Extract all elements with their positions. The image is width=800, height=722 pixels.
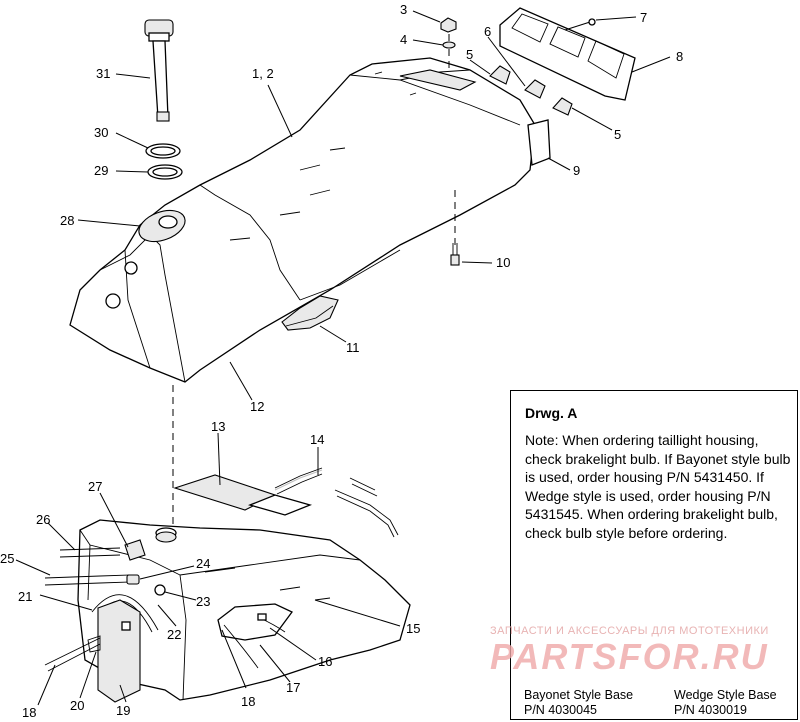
callout-17: 17 — [286, 680, 301, 695]
wedge-base-label: Wedge Style Base — [674, 688, 777, 702]
callout-25: 25 — [0, 551, 15, 566]
callout-29: 29 — [94, 163, 109, 178]
callout-11: 11 — [346, 340, 360, 355]
callout-1-2: 1, 2 — [252, 66, 274, 81]
callout-14: 14 — [310, 432, 325, 447]
leader-lines — [15, 10, 671, 706]
callout-5-top: 5 — [466, 47, 474, 62]
callout-4: 4 — [400, 32, 408, 47]
fuel-gauge-sender — [144, 19, 174, 122]
callout-15: 15 — [406, 621, 421, 636]
callout-22: 22 — [167, 627, 182, 642]
callout-5-right: 5 — [614, 127, 622, 142]
callout-6: 6 — [484, 24, 492, 39]
callout-30: 30 — [94, 125, 109, 140]
callout-3: 3 — [400, 2, 408, 17]
callout-20: 20 — [70, 698, 85, 713]
callout-18-right: 18 — [241, 694, 256, 709]
watermark-logo: PARTSFOR.RU — [490, 636, 769, 677]
watermark-tagline: ЗАПЧАСТИ И АКСЕССУАРЫ ДЛЯ МОТОТЕХНИКИ — [490, 625, 769, 637]
callout-7: 7 — [640, 10, 648, 25]
callout-19: 19 — [116, 703, 131, 718]
callout-23: 23 — [196, 594, 211, 609]
callout-8: 8 — [676, 49, 684, 64]
wedge-part-number: P/N 4030019 — [674, 703, 747, 717]
callout-21: 21 — [18, 589, 33, 604]
taillight-lens — [499, 7, 636, 101]
callout-27: 27 — [88, 479, 103, 494]
callout-24: 24 — [196, 556, 211, 571]
callout-28: 28 — [60, 213, 75, 228]
bayonet-part-number: P/N 4030045 — [524, 703, 597, 717]
callout-12: 12 — [250, 399, 265, 414]
bayonet-base-label: Bayonet Style Base — [524, 688, 634, 702]
callout-18-left: 18 — [22, 705, 37, 720]
drawing-a-note-box: Drwg. A Note: When ordering taillight ho… — [510, 390, 798, 720]
callout-10: 10 — [496, 255, 511, 270]
callout-16: 16 — [318, 654, 333, 669]
callout-26: 26 — [36, 512, 51, 527]
callout-9: 9 — [573, 163, 581, 178]
note-text: Note: When ordering taillight housing, c… — [525, 432, 791, 541]
callout-31: 31 — [96, 66, 111, 81]
note-title: Drwg. A — [525, 405, 578, 421]
seat-assembly — [69, 57, 551, 383]
callout-13: 13 — [211, 419, 226, 434]
